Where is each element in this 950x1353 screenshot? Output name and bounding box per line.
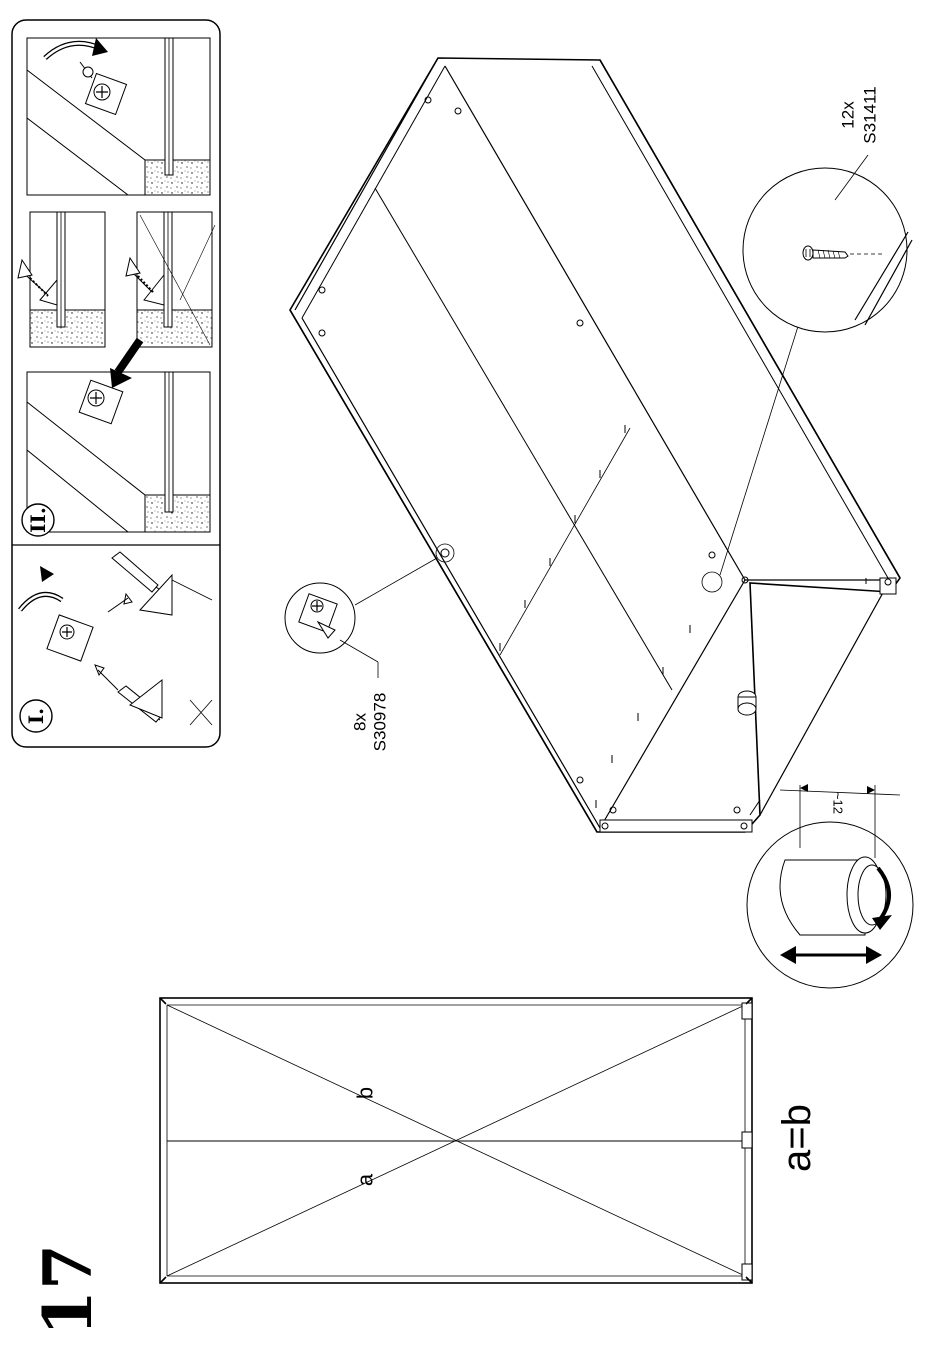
inset-section-a (18, 212, 105, 347)
diagonal-label-a: a (353, 1173, 378, 1186)
part-qty-connector: 8x (351, 713, 370, 731)
diagonal-equation: a=b (775, 1104, 819, 1172)
inset-detail-insert (27, 340, 210, 532)
diagonal-check (160, 998, 752, 1283)
step-number: 17 (29, 1244, 107, 1336)
diagonal-label-b: b (353, 1087, 378, 1099)
part-code-screw: S31411 (861, 86, 880, 143)
inset-step-ii: II. (26, 507, 50, 533)
inset-step-i-detail (20, 552, 212, 725)
inset-step-i: I. (24, 708, 48, 724)
inset-detail-rotate (27, 38, 210, 195)
inset-step-ii-badge: II. (22, 504, 54, 536)
detail-inset: II. I. (12, 20, 220, 747)
foot-adjust-distance: ~12 (831, 792, 846, 814)
callout-foot-adjust: ~12 (747, 784, 913, 988)
part-code-connector: S30978 (371, 693, 390, 752)
part-qty-screw: 12x (839, 101, 858, 129)
inset-section-b (126, 212, 215, 347)
inset-step-i-badge: I. (20, 700, 52, 732)
callout-connector: 8x S30978 (285, 558, 437, 751)
